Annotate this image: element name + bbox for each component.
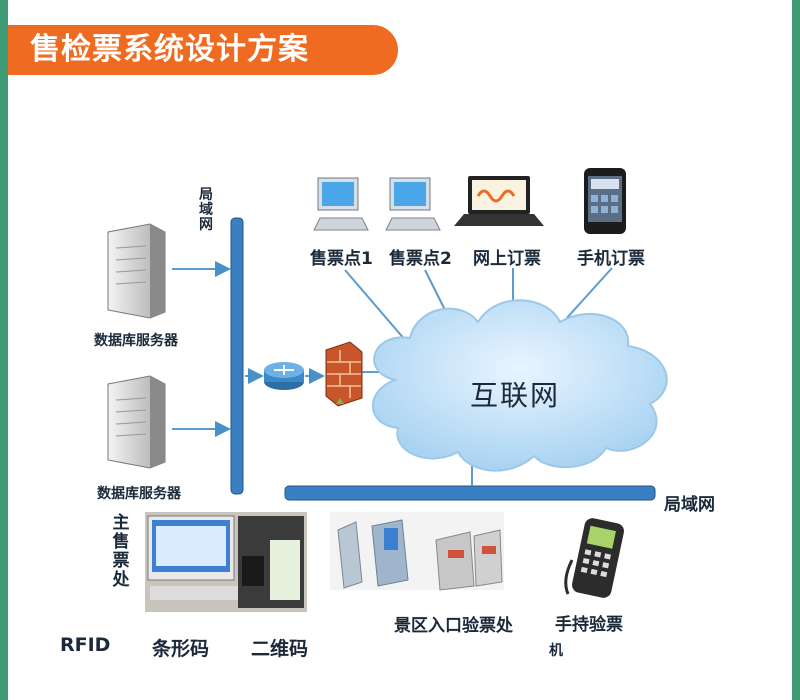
barcode-label: 条形码 — [152, 638, 210, 660]
mobile-booking-label: 手机订票 — [577, 249, 645, 269]
server-icon-2 — [107, 375, 166, 469]
handheld-label-line2: 机 — [549, 643, 563, 659]
qrcode-label: 二维码 — [251, 638, 309, 660]
internet-label: 互联网 — [470, 379, 561, 412]
router-icon — [264, 362, 304, 390]
firewall-icon — [325, 341, 363, 407]
laptop-icon — [454, 176, 544, 226]
lan-bus-horizontal — [284, 485, 656, 501]
server-label-2: 数据库服务器 — [97, 486, 181, 502]
server-icon-1 — [107, 223, 166, 319]
lan-bus-vertical — [230, 217, 244, 495]
pc-icon-2 — [385, 177, 441, 231]
pos2-label: 售票点2 — [389, 249, 452, 269]
turnstile-gates-photo — [330, 512, 504, 591]
ticket-office-photo — [145, 512, 307, 612]
page-title: 售检票系统设计方案 — [8, 25, 398, 75]
rfid-label: RFID — [60, 634, 111, 656]
handheld-label-line1: 手持验票 — [555, 615, 623, 635]
lan-horizontal-label: 局域网 — [664, 495, 715, 515]
gate-label: 景区入口验票处 — [394, 616, 513, 636]
pos1-label: 售票点1 — [310, 249, 373, 269]
smartphone-icon — [584, 168, 626, 234]
online-booking-label: 网上订票 — [473, 249, 541, 269]
server-label-1: 数据库服务器 — [94, 333, 178, 349]
handheld-reader-icon — [564, 518, 624, 598]
main-office-label: 主售票处 — [112, 513, 130, 590]
lan-vertical-label: 局域网 — [199, 187, 213, 233]
internet-cloud — [371, 299, 668, 472]
pc-icon-1 — [313, 177, 369, 231]
